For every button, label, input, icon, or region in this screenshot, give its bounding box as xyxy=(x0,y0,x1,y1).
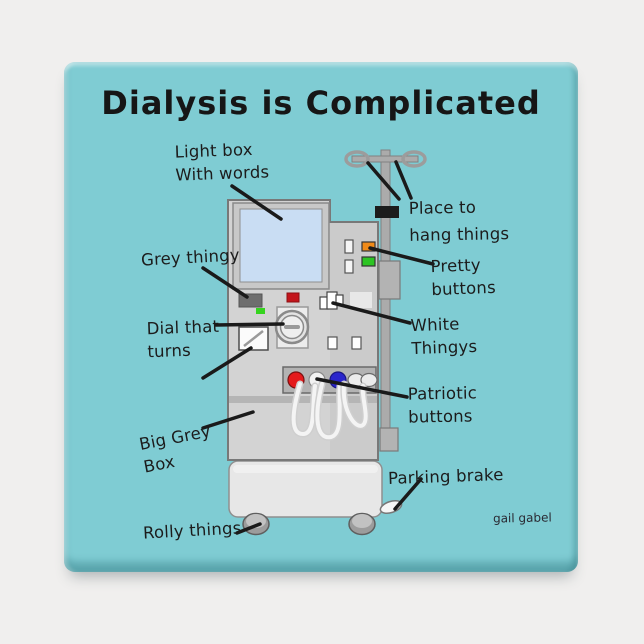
label-place-to-hang-things: Place to hang things xyxy=(408,197,510,245)
cabinet-divider-strip xyxy=(229,396,377,403)
dial-that-turns-control xyxy=(274,306,310,349)
tube-loops xyxy=(290,380,370,441)
pole-hook-right xyxy=(401,150,427,168)
screen-light-box xyxy=(232,202,330,290)
label-patriotic-buttons: Patriotic buttons xyxy=(407,383,478,427)
pole-foot xyxy=(379,427,399,452)
machine-base xyxy=(228,452,403,536)
green-indicator xyxy=(256,308,265,314)
small-white-button-2 xyxy=(344,259,354,274)
leader-lines xyxy=(201,160,435,535)
artist-signature: gail gabel xyxy=(492,510,552,526)
label-parking-brake: Parking brake xyxy=(387,464,504,489)
pole-clamp xyxy=(375,206,399,218)
slash-box xyxy=(238,326,269,351)
pretty-button-orange xyxy=(361,241,376,252)
leader-rolly-things xyxy=(235,522,262,535)
leader-parking-brake xyxy=(393,477,423,511)
leader-dial-diagonal xyxy=(201,346,253,380)
small-white-button-1 xyxy=(344,239,354,254)
leader-grey-thingy xyxy=(201,266,249,299)
pole-mounts xyxy=(378,260,401,452)
leader-dial-horizontal xyxy=(214,322,285,327)
leader-place-to-hang-1 xyxy=(366,161,401,201)
label-light-box: Light box With words xyxy=(174,139,270,185)
leader-place-to-hang-2 xyxy=(394,160,413,200)
small-white-button-4 xyxy=(351,336,362,350)
leader-patriotic-buttons xyxy=(315,377,409,399)
leader-white-thingys xyxy=(331,301,412,325)
label-dial-that-turns: Dial that turns xyxy=(146,316,220,362)
pole-hook-left xyxy=(344,150,370,168)
label-white-thingys: White Thingys xyxy=(410,314,478,359)
leader-big-grey-box xyxy=(201,410,255,430)
artwork-title: Dialysis is Complicated xyxy=(101,84,541,122)
label-pretty-buttons: Pretty buttons xyxy=(430,255,497,300)
pretty-button-green xyxy=(361,256,376,267)
red-indicator xyxy=(286,292,300,303)
panel-plate xyxy=(350,292,372,308)
pole-bracket xyxy=(378,260,401,300)
leader-pretty-buttons xyxy=(368,246,435,266)
small-white-button-3 xyxy=(327,336,338,350)
leader-light-box xyxy=(230,184,283,221)
